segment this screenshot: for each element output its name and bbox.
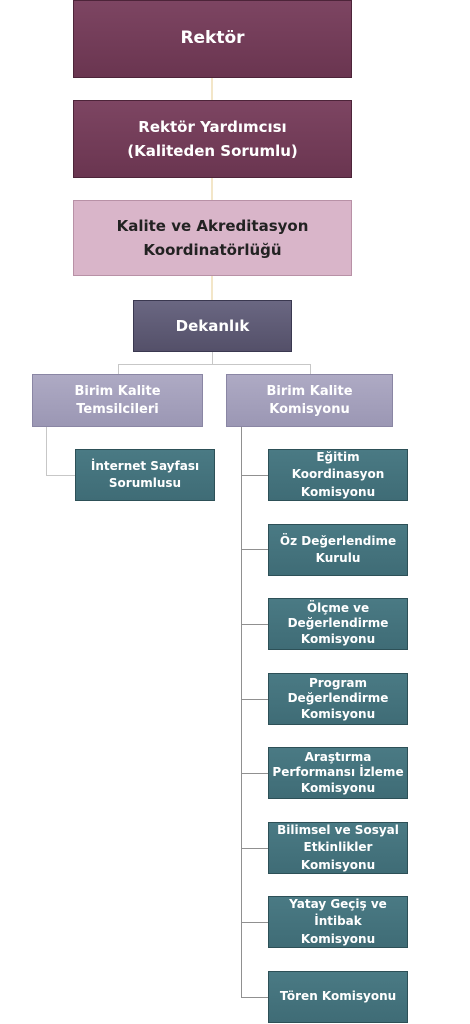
node-komisyon-3: Ölçme ve Değerlendirme Komisyonu bbox=[268, 598, 408, 650]
connector-internet bbox=[46, 475, 76, 476]
node-komisyon-8: Tören Komisyonu bbox=[268, 971, 408, 1023]
node-rektor-yardimcisi: Rektör Yardımcısı (Kaliteden Sorumlu) bbox=[73, 100, 352, 178]
connector-branch bbox=[118, 364, 311, 365]
node-komisyon-6-label: Bilimsel ve Sosyal Etkinlikler Komisyonu bbox=[277, 822, 399, 872]
tick-7 bbox=[241, 922, 268, 923]
node-komisyon-5-label: Araştırma Performansı İzleme Komisyonu bbox=[272, 749, 404, 795]
node-rektor: Rektör bbox=[73, 0, 352, 78]
tick-6 bbox=[241, 848, 268, 849]
tick-5 bbox=[241, 773, 268, 774]
node-komisyon-3-label: Ölçme ve Değerlendirme Komisyonu bbox=[287, 600, 389, 646]
connector-right bbox=[310, 364, 311, 374]
connector-temsilci-down bbox=[46, 427, 47, 475]
node-rektor-label: Rektör bbox=[180, 28, 245, 49]
node-komisyon-2: Öz Değerlendime Kurulu bbox=[268, 524, 408, 576]
node-internet-sayfasi-sorumlusu: İnternet Sayfası Sorumlusu bbox=[75, 449, 215, 501]
node-birim-kalite-temsilcileri-label: Birim Kalite Temsilcileri bbox=[74, 383, 161, 417]
node-komisyon-2-label: Öz Değerlendime Kurulu bbox=[279, 533, 397, 565]
connector-dekanlik bbox=[212, 352, 213, 364]
node-dekanlik: Dekanlık bbox=[133, 300, 292, 352]
connector-komisyon-spine bbox=[241, 427, 242, 997]
node-komisyon-8-label: Tören Komisyonu bbox=[279, 989, 397, 1004]
connector-koordinator bbox=[211, 276, 213, 300]
connector-left bbox=[118, 364, 119, 374]
tick-2 bbox=[241, 549, 268, 550]
node-birim-kalite-komisyonu: Birim Kalite Komisyonu bbox=[226, 374, 393, 427]
tick-8 bbox=[241, 997, 268, 998]
node-rektor-yardimcisi-label: Rektör Yardımcısı (Kaliteden Sorumlu) bbox=[127, 118, 298, 160]
tick-3 bbox=[241, 624, 268, 625]
connector-yardimci bbox=[211, 178, 213, 200]
node-komisyon-1: Eğitim Koordinasyon Komisyonu bbox=[268, 449, 408, 501]
tick-1 bbox=[241, 475, 268, 476]
tick-4 bbox=[241, 699, 268, 700]
node-komisyon-4: Program Değerlendirme Komisyonu bbox=[268, 673, 408, 725]
node-birim-kalite-temsilcileri: Birim Kalite Temsilcileri bbox=[32, 374, 203, 427]
node-dekanlik-label: Dekanlık bbox=[175, 317, 250, 335]
node-komisyon-5: Araştırma Performansı İzleme Komisyonu bbox=[268, 747, 408, 799]
node-komisyon-4-label: Program Değerlendirme Komisyonu bbox=[287, 675, 389, 721]
connector-rektor bbox=[211, 78, 213, 100]
node-kalite-koordinatorlugu-label: Kalite ve Akreditasyon Koordinatörlüğü bbox=[116, 217, 309, 259]
node-komisyon-1-label: Eğitim Koordinasyon Komisyonu bbox=[291, 449, 385, 499]
node-komisyon-6: Bilimsel ve Sosyal Etkinlikler Komisyonu bbox=[268, 822, 408, 874]
node-internet-sayfasi-label: İnternet Sayfası Sorumlusu bbox=[90, 458, 200, 490]
node-komisyon-7-label: Yatay Geçiş ve İntibak Komisyonu bbox=[289, 896, 387, 946]
node-kalite-koordinatorlugu: Kalite ve Akreditasyon Koordinatörlüğü bbox=[73, 200, 352, 276]
node-komisyon-7: Yatay Geçiş ve İntibak Komisyonu bbox=[268, 896, 408, 948]
node-birim-kalite-komisyonu-label: Birim Kalite Komisyonu bbox=[266, 383, 353, 417]
